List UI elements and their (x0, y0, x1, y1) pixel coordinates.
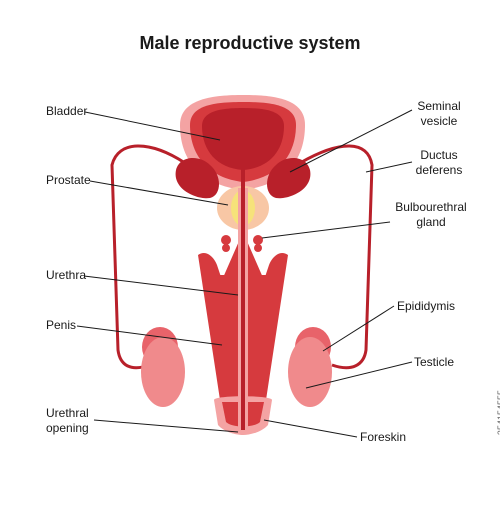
label-bulbourethral-line2: gland (416, 215, 446, 229)
bulbourethral-gland-left (221, 235, 231, 245)
bladder-inner (202, 108, 284, 170)
leader-bulbourethral (261, 221, 391, 239)
label-bulbourethral-line1: Bulbourethral (395, 200, 467, 214)
label-ductus-deferens-line1: Ductus (420, 148, 458, 162)
label-urethra: Urethra (46, 268, 87, 282)
bulbourethral-gland-right (253, 235, 263, 245)
leader-foreskin (263, 419, 358, 438)
leader-bladder (84, 111, 221, 141)
testicle-left (141, 337, 185, 407)
label-bladder: Bladder (46, 104, 88, 118)
leader-urethral-opening (93, 419, 239, 433)
label-ductus-deferens-line2: deferens (415, 163, 463, 177)
leader-testicle (305, 361, 413, 389)
leader-urethra (83, 275, 239, 296)
label-bulbourethral-gland: Bulbourethral gland (386, 200, 476, 230)
leader-penis (76, 325, 223, 346)
label-urethral-opening: Urethral opening (46, 406, 89, 436)
label-seminal-vesicle-line1: Seminal (417, 99, 461, 113)
label-urethral-opening-line1: Urethral (46, 406, 89, 420)
ductus-deferens-right (299, 144, 374, 370)
label-seminal-vesicle-line2: vesicle (420, 114, 458, 128)
leader-seminal-vesicle (289, 109, 413, 173)
seminal-vesicle-right (267, 158, 311, 199)
label-foreskin: Foreskin (360, 430, 407, 444)
label-urethral-opening-line2: opening (46, 421, 89, 435)
label-prostate: Prostate (46, 173, 91, 187)
label-seminal-vesicle: Seminal vesicle (408, 99, 470, 129)
label-ductus-deferens: Ductus deferens (408, 148, 470, 178)
leader-ductus-deferens (365, 161, 413, 173)
diagram-title: Male reproductive system (139, 33, 361, 53)
label-testicle: Testicle (414, 355, 455, 369)
leader-prostate (89, 180, 229, 206)
leader-epididymis (322, 305, 395, 352)
ductus-deferens-left (110, 144, 186, 370)
label-epididymis: Epididymis (397, 299, 456, 313)
testicle-right (288, 337, 332, 407)
leader-lines (76, 109, 413, 438)
label-penis: Penis (46, 318, 77, 332)
seminal-vesicle-left (175, 158, 219, 199)
watermark-id: 354154555 (496, 390, 500, 436)
